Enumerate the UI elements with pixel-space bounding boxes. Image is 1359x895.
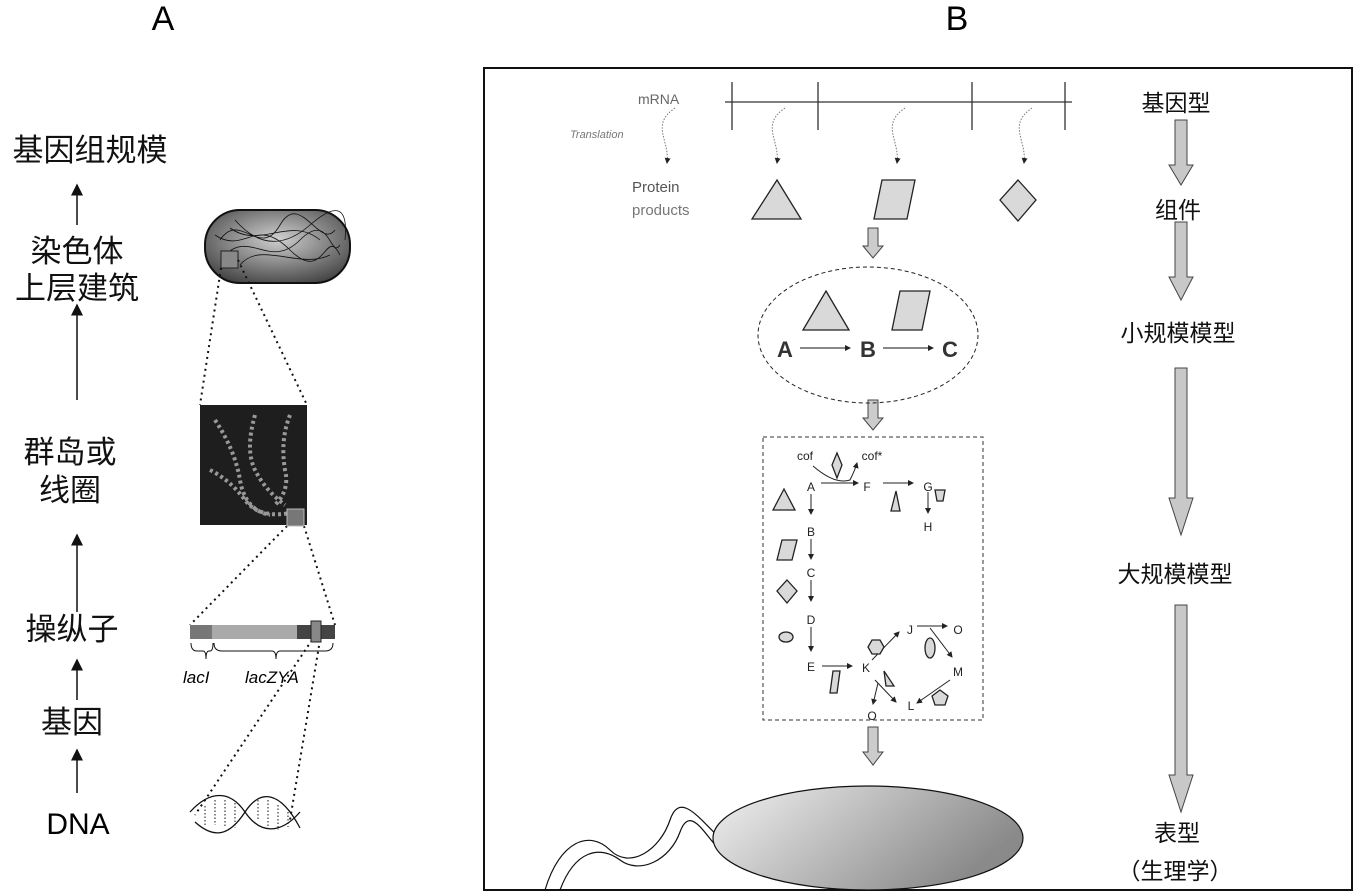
diamond-cofactor-enzyme xyxy=(831,451,843,480)
level-coil: 线圈 xyxy=(39,473,101,509)
network-enzymes xyxy=(771,451,949,706)
pentagon-enzyme xyxy=(931,689,949,706)
net-node-o1: O xyxy=(953,623,962,637)
level-genome: 基因组规模 xyxy=(13,133,168,169)
triangle-protein xyxy=(750,178,803,220)
translation-arrows xyxy=(661,107,1033,164)
mrna-strand xyxy=(725,82,1072,130)
flagella xyxy=(544,806,721,891)
zoom-square xyxy=(310,620,322,643)
net-node-g: G xyxy=(923,480,932,494)
triangle-enzyme xyxy=(801,289,851,331)
level-archipelago: 群岛或 xyxy=(24,435,117,471)
cof-star-label: cof* xyxy=(862,449,883,463)
parallelogram-enzyme xyxy=(776,539,798,561)
net-node-c: C xyxy=(807,566,816,580)
large-model-box xyxy=(762,436,984,721)
level-superstructure: 上层建筑 xyxy=(15,271,139,307)
panel-b-label: B xyxy=(946,0,969,38)
laci-brace xyxy=(190,642,214,660)
panel-a-label: A xyxy=(152,0,175,38)
stage-small-model: 小规模模型 xyxy=(1121,321,1236,347)
stage-phenotype: 表型 xyxy=(1154,821,1200,847)
net-node-f: F xyxy=(863,480,870,494)
hexagon-enzyme xyxy=(867,639,885,655)
diamond-protein xyxy=(999,179,1037,222)
laczya-brace xyxy=(213,642,334,660)
net-node-l: L xyxy=(908,699,915,713)
net-node-j: J xyxy=(907,623,913,637)
net-node-k: K xyxy=(862,661,870,675)
ellipse-enzyme xyxy=(778,631,794,643)
parallelogram-enzyme xyxy=(891,290,931,331)
lacZYA-segment xyxy=(212,625,297,639)
net-node-b: B xyxy=(807,525,815,539)
parallelogram-protein xyxy=(873,179,916,220)
laci-label: lacI xyxy=(183,668,210,687)
translation-label: Translation xyxy=(570,129,624,141)
net-node-o2: O xyxy=(867,709,876,723)
network-arrows xyxy=(808,462,953,705)
zoom-lines xyxy=(189,259,336,821)
net-node-a: A xyxy=(807,480,815,494)
thin-triangle-enzyme xyxy=(890,490,901,512)
node-c: C xyxy=(942,337,958,362)
zoom-square xyxy=(286,508,305,527)
products-label: products xyxy=(632,202,690,219)
bacterium-cell xyxy=(712,785,1024,891)
mrna-label: mRNA xyxy=(638,91,680,107)
level-dna: DNA xyxy=(46,808,109,841)
small-triangle-enzyme xyxy=(883,670,896,687)
net-node-h: H xyxy=(924,520,933,534)
net-node-m: M xyxy=(953,665,963,679)
small-model-ellipse xyxy=(757,266,979,404)
ellipse-enzyme xyxy=(924,637,936,659)
stage-physiology: （生理学） xyxy=(1118,859,1233,885)
net-node-e: E xyxy=(807,660,815,674)
stage-large-model: 大规模模型 xyxy=(1118,562,1233,588)
flow-arrows xyxy=(861,227,885,766)
coil-strands xyxy=(209,414,296,517)
zoom-square xyxy=(220,250,239,269)
stage-arrows xyxy=(1168,119,1194,814)
chromosome-image xyxy=(204,209,351,284)
stage-genotype: 基因型 xyxy=(1142,91,1211,117)
trapezoid-enzyme xyxy=(934,489,946,502)
protein-label: Protein xyxy=(632,179,680,196)
dna-tangle xyxy=(214,210,346,266)
dna-helix xyxy=(189,795,301,834)
triangle-enzyme xyxy=(771,487,797,511)
lacI-segment xyxy=(190,625,212,639)
level-operon: 操纵子 xyxy=(26,612,119,648)
net-node-d: D xyxy=(807,613,816,627)
cof-label: cof xyxy=(797,449,814,463)
level-gene: 基因 xyxy=(41,705,103,741)
laczya-label: lacZYA xyxy=(245,668,299,687)
node-a: A xyxy=(777,337,793,362)
stage-components: 组件 xyxy=(1155,198,1201,224)
diamond-enzyme xyxy=(776,579,798,605)
level-chromosome: 染色体 xyxy=(31,234,124,270)
bar-enzyme xyxy=(829,670,841,694)
panel-b-frame xyxy=(483,67,1353,891)
node-b: B xyxy=(860,337,876,362)
